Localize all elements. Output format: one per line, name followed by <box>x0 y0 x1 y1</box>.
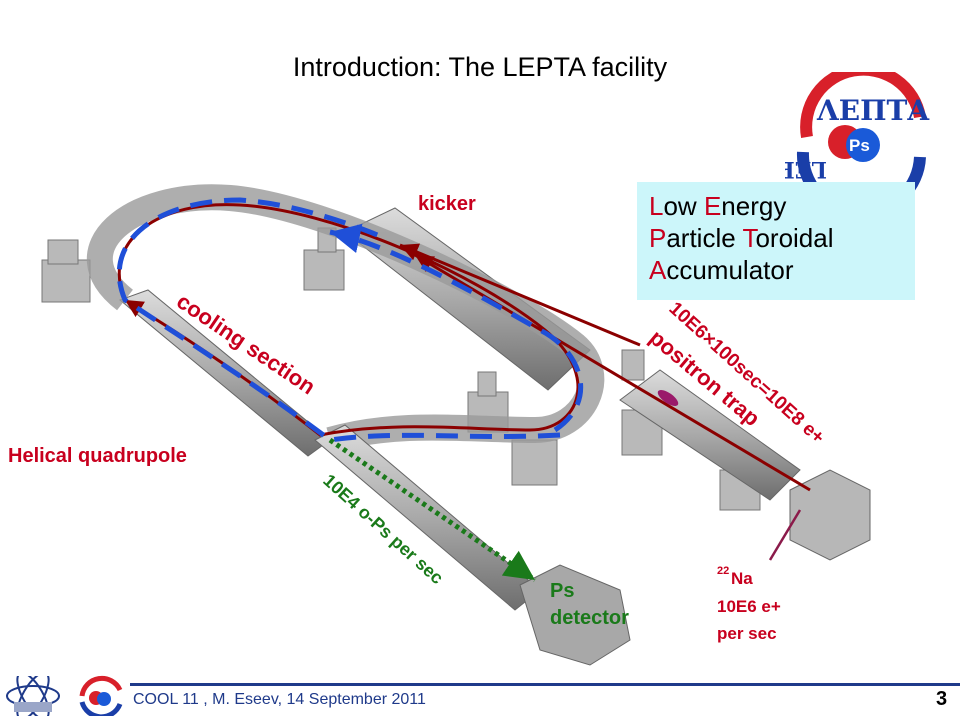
acronym-box: Low Energy Particle Toroidal Accumulator <box>637 182 915 300</box>
source-mass-number: 22 <box>717 565 729 577</box>
logo-center: Ps <box>849 136 870 155</box>
stored-beam-dashed <box>329 223 584 433</box>
logo-blue-ball <box>846 128 880 162</box>
institute-logo <box>6 676 60 716</box>
ps-detector-body <box>519 564 631 666</box>
logo-top-letters: ΛΕΠΤΑ <box>816 94 930 127</box>
acronym-line-1: Low Energy <box>649 191 787 221</box>
source-rate-2: per sec <box>717 624 777 643</box>
footer-text: COOL 11 , M. Eseev, 14 September 2011 <box>133 691 426 708</box>
slide-title: Introduction: The LEPTA facility <box>292 52 668 82</box>
logo-bottom-letters: LEPTA <box>785 156 827 182</box>
page-number: 3 <box>936 688 948 710</box>
acronym-line-2: Particle Toroidal <box>649 223 834 253</box>
injection-beam-2 <box>399 243 641 347</box>
na-source-box <box>789 469 871 561</box>
source-element: Na <box>731 569 753 588</box>
lepta-small-logo <box>79 675 123 716</box>
lepta-logo: ΛΕΠΤΑ LEPTA Ps <box>785 72 930 202</box>
ps-detector-label-2: detector <box>550 607 629 629</box>
kicker-label: kicker <box>418 193 476 215</box>
injection-beam <box>414 253 811 492</box>
ps-detector-label-1: Ps <box>550 580 574 602</box>
ops-flow-arrow <box>328 437 537 583</box>
footer-rule <box>130 683 960 686</box>
trap-marker <box>657 389 679 407</box>
source-rate-1: 10E6 e+ <box>717 597 781 616</box>
acronym-line-3: Accumulator <box>649 255 794 285</box>
source-pointer <box>768 509 802 561</box>
helical-quadrupole-label: Helical quadrupole <box>8 445 187 467</box>
logo-red-arc <box>800 72 926 139</box>
stored-beam-dashed-ring <box>116 197 561 443</box>
